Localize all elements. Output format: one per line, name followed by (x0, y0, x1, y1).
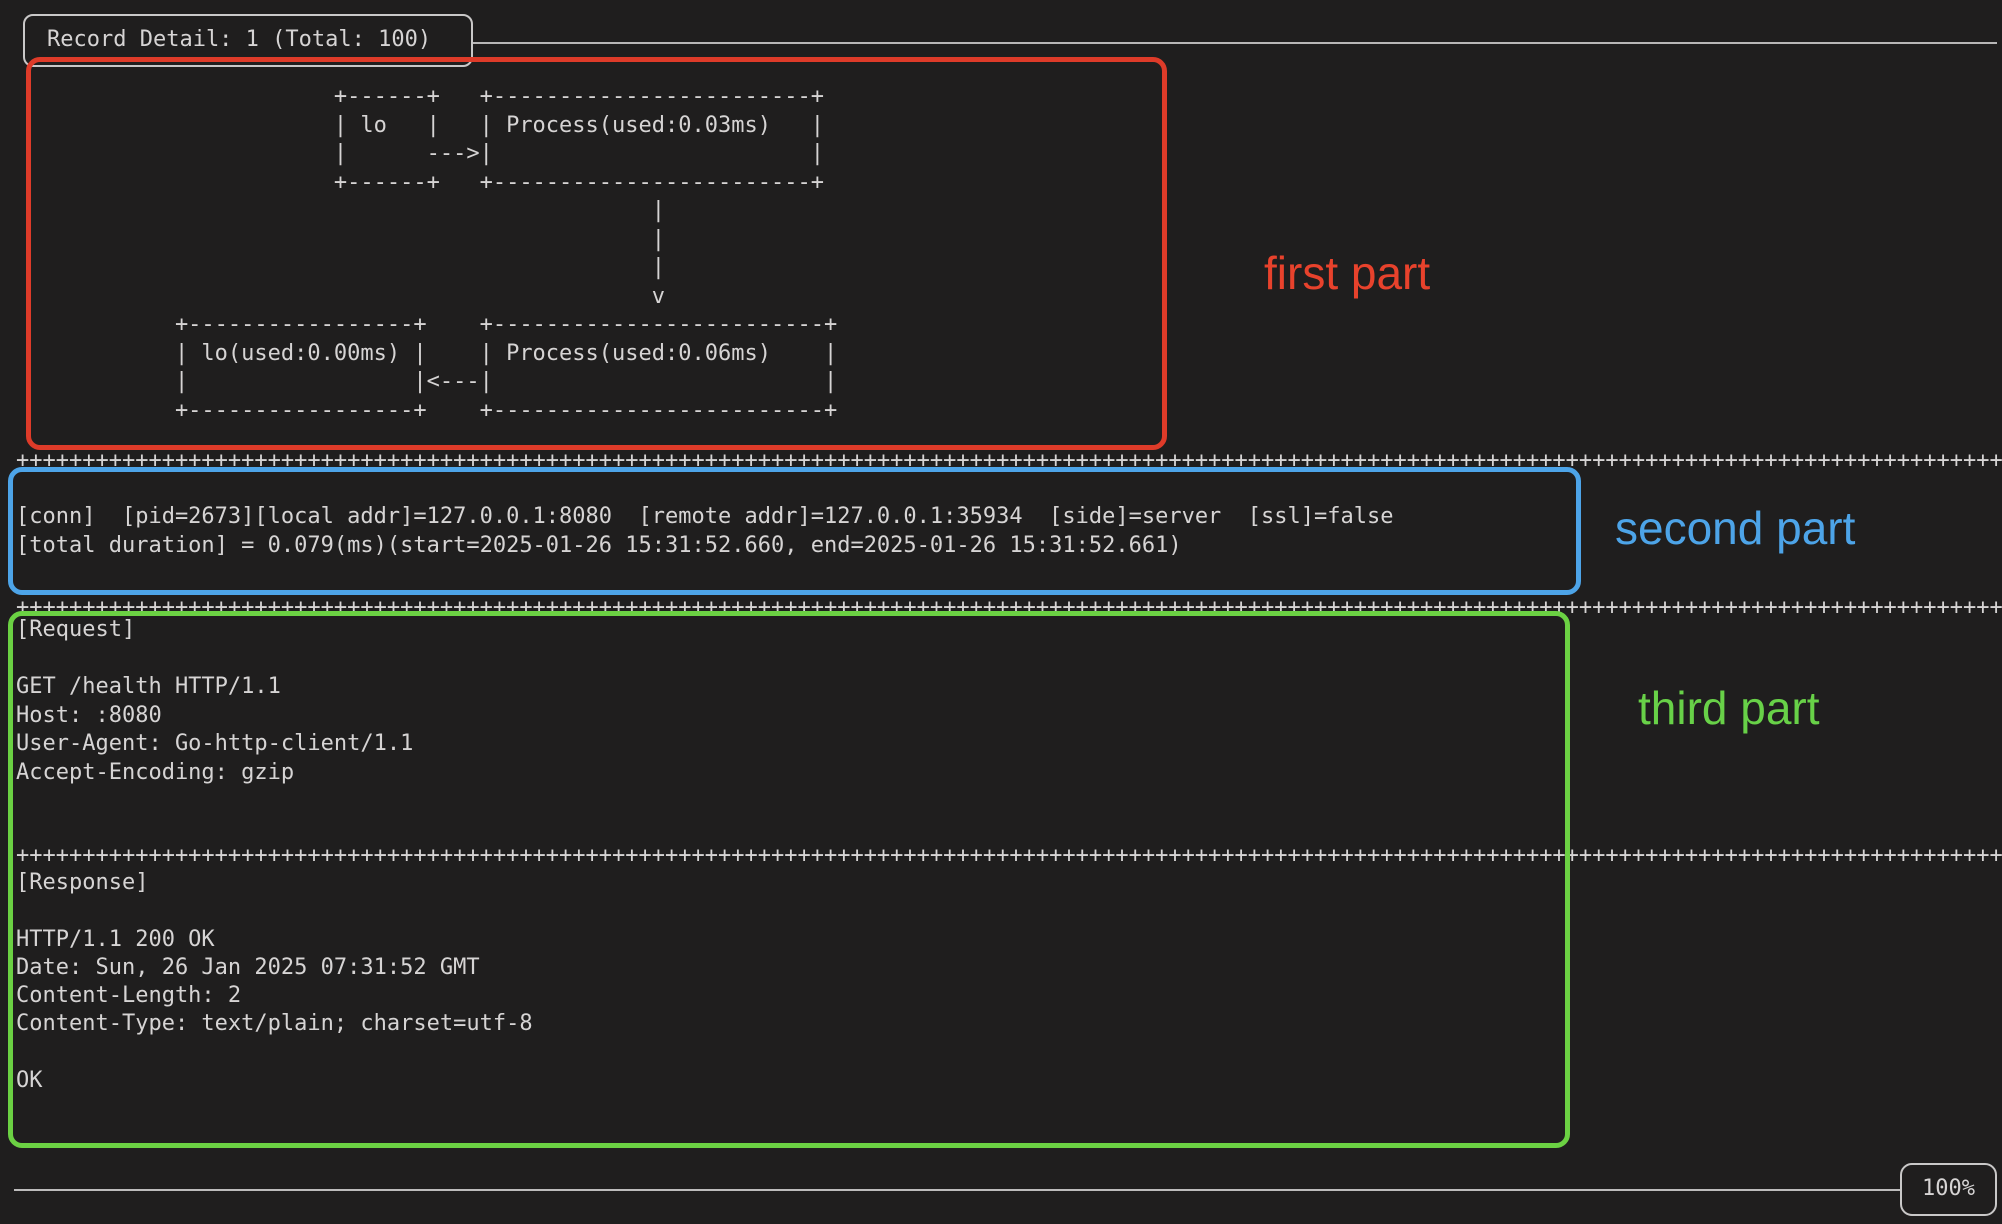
separator-row-1: ++++++++++++++++++++++++++++++++++++++++… (16, 448, 2002, 473)
panel-top-border-line (471, 42, 1997, 44)
annotation-label-first-part: first part (1264, 247, 1431, 299)
separator-row-3: ++++++++++++++++++++++++++++++++++++++++… (16, 843, 2002, 868)
panel-bottom-border-line (14, 1189, 1902, 1191)
flow-diagram: +------+ +------------------------+ | lo… (174, 84, 838, 423)
zoom-indicator-value: 100% (1922, 1176, 1975, 1202)
record-detail-title: Record Detail: 1 (Total: 100) (47, 27, 432, 53)
response-section: [Response] HTTP/1.1 200 OK Date: Sun, 26… (16, 870, 533, 1094)
request-section: [Request] GET /health HTTP/1.1 Host: :80… (16, 617, 414, 785)
zoom-indicator-box: 100% (1900, 1163, 1997, 1216)
conn-summary: [conn] [pid=2673][local addr]=127.0.0.1:… (16, 504, 1394, 558)
record-detail-title-box: Record Detail: 1 (Total: 100) (23, 14, 473, 67)
annotation-label-third-part: third part (1638, 682, 1820, 734)
annotation-label-second-part: second part (1615, 502, 1856, 554)
